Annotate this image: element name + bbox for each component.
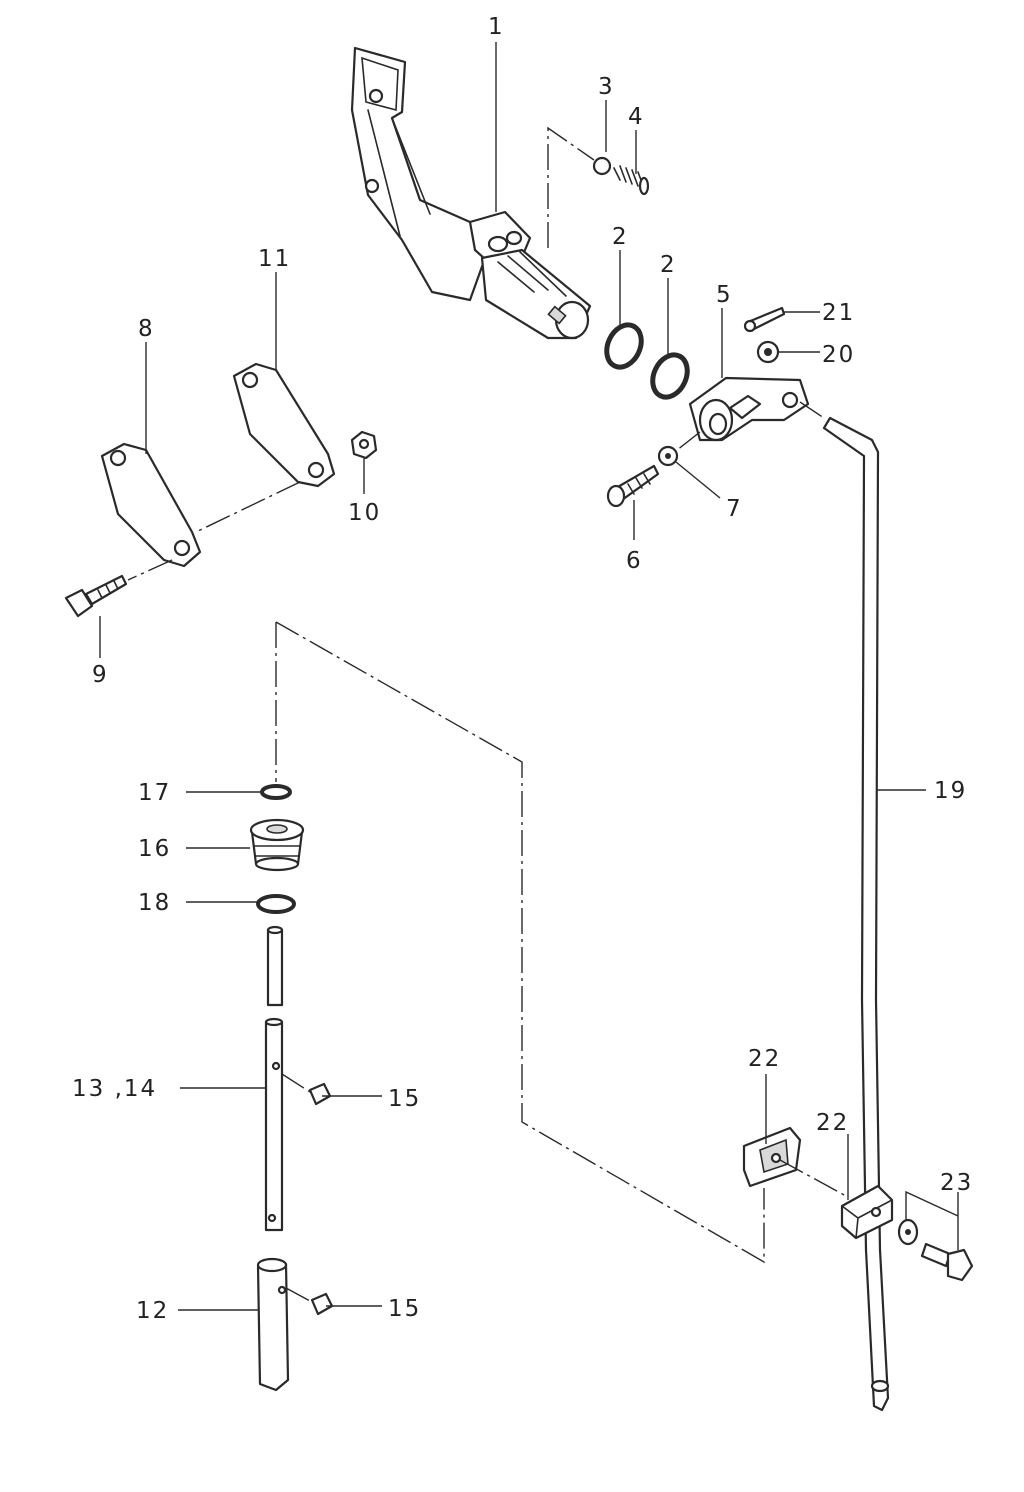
label-2-a: 2 — [612, 224, 629, 250]
axis-line-8-11 — [195, 481, 301, 533]
part-17-o-ring — [260, 784, 292, 800]
part-22-clamp-b — [840, 1184, 894, 1240]
part-15-pin-b — [310, 1292, 334, 1316]
part-2-ring-b — [650, 352, 690, 400]
label-22-a: 22 — [748, 1046, 781, 1072]
label-5: 5 — [716, 282, 733, 308]
part-11-plate — [232, 362, 336, 488]
label-11: 11 — [258, 246, 291, 272]
part-23-washer — [897, 1218, 919, 1246]
label-17: 17 — [138, 780, 171, 806]
label-3: 3 — [598, 74, 615, 100]
label-1: 1 — [488, 14, 505, 40]
label-4: 4 — [628, 104, 645, 130]
label-15-a: 15 — [388, 1086, 421, 1112]
axis-line-15a — [281, 1073, 311, 1093]
part-19-rod — [822, 416, 890, 1412]
label-22-b: 22 — [816, 1110, 849, 1136]
part-16-grommet — [249, 818, 305, 872]
part-4-spring — [613, 165, 650, 196]
label-6: 6 — [626, 548, 643, 574]
part-labels: 1 3 4 2 2 5 21 20 7 6 11 8 10 9 17 16 18… — [72, 14, 973, 1324]
part-5-arm — [688, 376, 810, 442]
label-20: 20 — [822, 342, 855, 368]
part-7-washer — [657, 445, 679, 467]
part-3-ball — [592, 156, 612, 176]
label-13-14: 13 ,14 — [72, 1076, 157, 1102]
axis-line-5-19 — [799, 401, 825, 419]
label-12: 12 — [136, 1298, 169, 1324]
label-2-b: 2 — [660, 252, 677, 278]
axis-line-3-4 — [547, 126, 595, 248]
part-20-washer — [756, 340, 780, 364]
part-2-ring-a — [604, 322, 644, 370]
axis-line-22 — [779, 1159, 847, 1197]
label-23: 23 — [940, 1170, 973, 1196]
part-23-bolt — [920, 1242, 974, 1282]
label-21: 21 — [822, 300, 855, 326]
axis-line-15b — [285, 1287, 313, 1303]
part-1-pedal-lever — [350, 46, 592, 340]
part-18-o-ring — [256, 894, 296, 914]
axis-line-main-frame — [275, 621, 765, 1264]
label-7: 7 — [726, 496, 743, 522]
part-13-14-rod — [264, 925, 284, 1232]
part-10-nut — [350, 430, 378, 460]
label-19: 19 — [934, 778, 967, 804]
label-16: 16 — [138, 836, 171, 862]
axis-line-9 — [127, 559, 173, 581]
part-22-clamp-a — [742, 1126, 802, 1188]
part-15-pin-a — [308, 1082, 332, 1106]
label-15-b: 15 — [388, 1296, 421, 1322]
part-12-sleeve — [256, 1257, 290, 1392]
part-9-bolt — [64, 574, 128, 618]
label-8: 8 — [138, 316, 155, 342]
part-8-plate — [100, 442, 202, 568]
axis-line-5-7 — [671, 431, 701, 455]
label-18: 18 — [138, 890, 171, 916]
label-9: 9 — [92, 662, 109, 688]
leader-lines — [99, 42, 959, 1311]
part-21-cotter-pin — [743, 306, 786, 333]
part-6-screw — [606, 464, 660, 508]
label-10: 10 — [348, 500, 381, 526]
